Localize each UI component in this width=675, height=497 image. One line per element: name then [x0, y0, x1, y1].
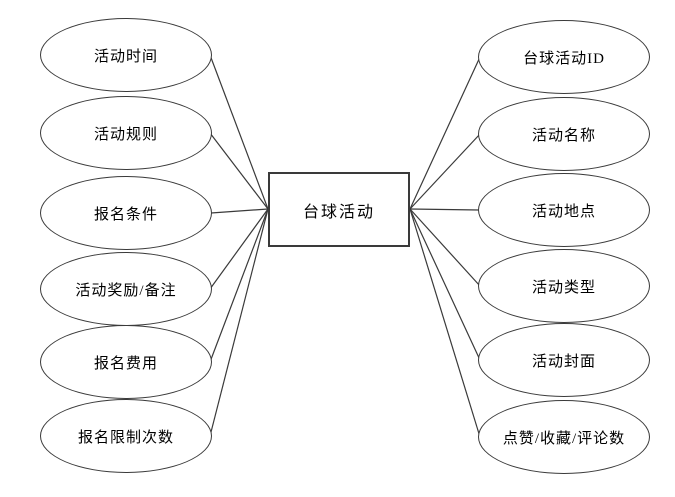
attribute-signup-limit-count: 报名限制次数 [40, 399, 212, 473]
attribute-label: 活动名称 [531, 127, 596, 144]
attribute-label: 活动地点 [531, 203, 596, 220]
attribute-activity-id: 台球活动ID [478, 20, 650, 94]
attribute-like-favorite-comment-count: 点赞/收藏/评论数 [478, 400, 650, 474]
attribute-label: 点赞/收藏/评论数 [502, 430, 626, 447]
attribute-label: 活动规则 [93, 126, 158, 143]
attribute-activity-rules: 活动规则 [40, 96, 212, 170]
attribute-label: 活动类型 [531, 279, 596, 296]
attribute-label: 活动封面 [531, 353, 596, 370]
attribute-label: 报名条件 [93, 206, 158, 223]
attribute-label: 台球活动ID [523, 50, 605, 67]
attribute-signup-conditions: 报名条件 [40, 176, 212, 250]
attribute-activity-name: 活动名称 [478, 97, 650, 171]
entity-billiards-activity: 台球活动 [268, 172, 410, 247]
attribute-signup-fee: 报名费用 [40, 325, 212, 399]
attribute-activity-cover: 活动封面 [478, 323, 650, 397]
attribute-activity-time: 活动时间 [40, 18, 212, 92]
attribute-activity-reward-remark: 活动奖励/备注 [40, 252, 212, 326]
attribute-label: 报名限制次数 [77, 429, 174, 446]
attribute-label: 活动时间 [93, 48, 158, 65]
attribute-label: 报名费用 [93, 355, 158, 372]
entity-label: 台球活动 [302, 203, 375, 221]
attribute-label: 活动奖励/备注 [75, 282, 177, 299]
attribute-activity-type: 活动类型 [478, 249, 650, 323]
attribute-activity-location: 活动地点 [478, 173, 650, 247]
